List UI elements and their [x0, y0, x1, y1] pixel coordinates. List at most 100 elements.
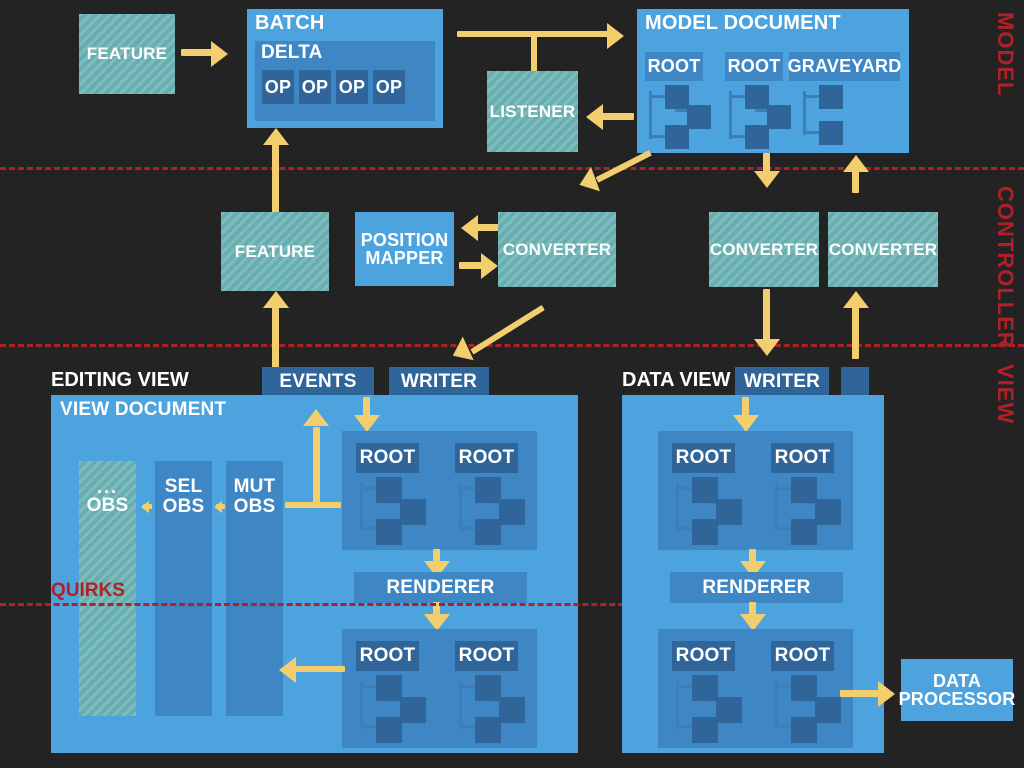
- editing-lower-root-label: ROOT: [359, 645, 416, 667]
- observer-other-line2: OBS: [86, 494, 129, 516]
- editing-lower-tree-graphic: [358, 673, 438, 743]
- op-box[interactable]: OP: [262, 70, 294, 104]
- editing-upper-root-tab[interactable]: ROOT: [455, 443, 518, 473]
- converter-data-in-label: CONVERTER: [709, 239, 819, 259]
- batch-label: BATCH: [255, 12, 325, 34]
- editing-upper-root-tab[interactable]: ROOT: [356, 443, 419, 473]
- arrow-model-document-to-converter-editing: [575, 150, 655, 205]
- model-tree-graphic: [647, 83, 723, 149]
- divider-controller-view: [0, 344, 1024, 347]
- model-graveyard-label: GRAVEYARD: [787, 56, 902, 77]
- arrow-converter-to-writer-editing: [447, 285, 568, 368]
- editing-lower-tree-graphic: [457, 673, 537, 743]
- op-label: OP: [375, 76, 403, 97]
- observer-sel-line2: OBS: [162, 495, 205, 517]
- renderer-editing-label: RENDERER: [386, 576, 495, 598]
- data-view-document[interactable]: ROOT ROOT: [622, 395, 884, 753]
- tab-events[interactable]: EVENTS: [262, 367, 374, 397]
- editing-lower-root-label: ROOT: [458, 645, 515, 667]
- model-graveyard-tree-graphic: [801, 83, 877, 145]
- tab-writer-editing-label: WRITER: [400, 371, 478, 393]
- model-tree-graphic: [727, 83, 803, 149]
- section-label-view: VIEW: [993, 364, 1018, 425]
- op-label: OP: [338, 76, 366, 97]
- op-box[interactable]: OP: [299, 70, 331, 104]
- tab-writer-editing[interactable]: WRITER: [389, 367, 489, 397]
- data-processor-line2: PROCESSOR: [898, 689, 1016, 709]
- data-upper-tree-graphic: [773, 475, 853, 545]
- position-mapper-box[interactable]: POSITION MAPPER: [355, 212, 454, 286]
- section-label-model: MODEL: [993, 12, 1018, 97]
- tab-data-unlabeled[interactable]: [841, 367, 869, 397]
- tab-events-label: EVENTS: [279, 371, 357, 393]
- data-lower-root-label: ROOT: [675, 645, 732, 667]
- converter-data-out-label: CONVERTER: [828, 239, 938, 259]
- observer-column-other[interactable]: ... OBS: [79, 461, 136, 716]
- view-document-label: VIEW DOCUMENT: [60, 399, 227, 420]
- data-view-title: DATA VIEW: [622, 369, 731, 391]
- editing-lower-root-tab[interactable]: ROOT: [356, 641, 419, 671]
- editing-lower-tree-container[interactable]: ROOT ROOT: [342, 629, 537, 748]
- batch-box[interactable]: BATCH DELTA OP OP OP OP: [247, 9, 443, 128]
- data-lower-root-label: ROOT: [774, 645, 831, 667]
- position-mapper-label-line2: MAPPER: [365, 248, 444, 268]
- op-box[interactable]: OP: [373, 70, 405, 104]
- data-upper-root-label: ROOT: [774, 447, 831, 469]
- controller-feature-box[interactable]: FEATURE: [221, 212, 329, 291]
- model-root-label: ROOT: [647, 56, 701, 77]
- editing-upper-tree-graphic: [358, 475, 438, 545]
- renderer-data-box[interactable]: RENDERER: [670, 572, 843, 603]
- data-processor-box[interactable]: DATA PROCESSOR: [898, 659, 1016, 721]
- divider-model-controller: [0, 167, 1024, 170]
- data-upper-root-tab[interactable]: ROOT: [771, 443, 834, 473]
- data-lower-tree-container[interactable]: ROOT ROOT: [658, 629, 853, 748]
- data-upper-tree-container[interactable]: ROOT ROOT: [658, 431, 853, 550]
- model-root-tab[interactable]: ROOT: [645, 52, 703, 81]
- observer-column-mut[interactable]: MUT OBS: [226, 461, 283, 716]
- op-box[interactable]: OP: [336, 70, 368, 104]
- converter-editing-box[interactable]: CONVERTER: [498, 212, 616, 287]
- observer-sel-line1: SEL: [164, 476, 203, 498]
- listener-box[interactable]: LISTENER: [487, 71, 578, 152]
- model-document-box[interactable]: MODEL DOCUMENT ROOT ROOT: [637, 9, 909, 153]
- model-feature-label: FEATURE: [86, 44, 168, 64]
- editing-view-document[interactable]: VIEW DOCUMENT ... OBS SEL OBS MUT OBS: [51, 395, 578, 753]
- controller-feature-label: FEATURE: [234, 241, 316, 261]
- converter-editing-label: CONVERTER: [502, 239, 612, 259]
- divider-quirks: [0, 603, 884, 606]
- data-lower-root-tab[interactable]: ROOT: [672, 641, 735, 671]
- data-lower-root-tab[interactable]: ROOT: [771, 641, 834, 671]
- renderer-editing-box[interactable]: RENDERER: [354, 572, 527, 603]
- editing-upper-tree-graphic: [457, 475, 537, 545]
- observer-mut-line2: OBS: [233, 495, 276, 517]
- data-upper-root-tab[interactable]: ROOT: [672, 443, 735, 473]
- listener-label: LISTENER: [489, 101, 576, 121]
- delta-box[interactable]: DELTA OP OP OP OP: [255, 41, 435, 121]
- tab-writer-data-label: WRITER: [743, 371, 821, 393]
- data-lower-tree-graphic: [674, 673, 754, 743]
- tab-writer-data[interactable]: WRITER: [735, 367, 829, 397]
- observer-column-sel[interactable]: SEL OBS: [155, 461, 212, 716]
- editing-upper-tree-container[interactable]: ROOT ROOT: [342, 431, 537, 550]
- op-label: OP: [301, 76, 329, 97]
- quirks-label: QUIRKS: [51, 580, 125, 601]
- editing-lower-root-tab[interactable]: ROOT: [455, 641, 518, 671]
- section-label-controller: CONTROLLER: [993, 186, 1018, 349]
- editing-upper-root-label: ROOT: [458, 447, 515, 469]
- data-lower-tree-graphic: [773, 673, 853, 743]
- model-root-label: ROOT: [727, 56, 781, 77]
- editing-upper-root-label: ROOT: [359, 447, 416, 469]
- data-processor-line1: DATA: [932, 670, 982, 691]
- converter-data-out-box[interactable]: CONVERTER: [828, 212, 938, 287]
- converter-data-in-box[interactable]: CONVERTER: [709, 212, 819, 287]
- model-graveyard-tab[interactable]: GRAVEYARD: [787, 52, 902, 81]
- delta-label: DELTA: [261, 42, 323, 63]
- data-upper-root-label: ROOT: [675, 447, 732, 469]
- model-root-tab[interactable]: ROOT: [725, 52, 783, 81]
- observer-other-line1: ...: [96, 476, 118, 497]
- model-document-label: MODEL DOCUMENT: [645, 12, 841, 34]
- data-upper-tree-graphic: [674, 475, 754, 545]
- model-feature-box[interactable]: FEATURE: [79, 14, 175, 94]
- op-label: OP: [264, 76, 292, 97]
